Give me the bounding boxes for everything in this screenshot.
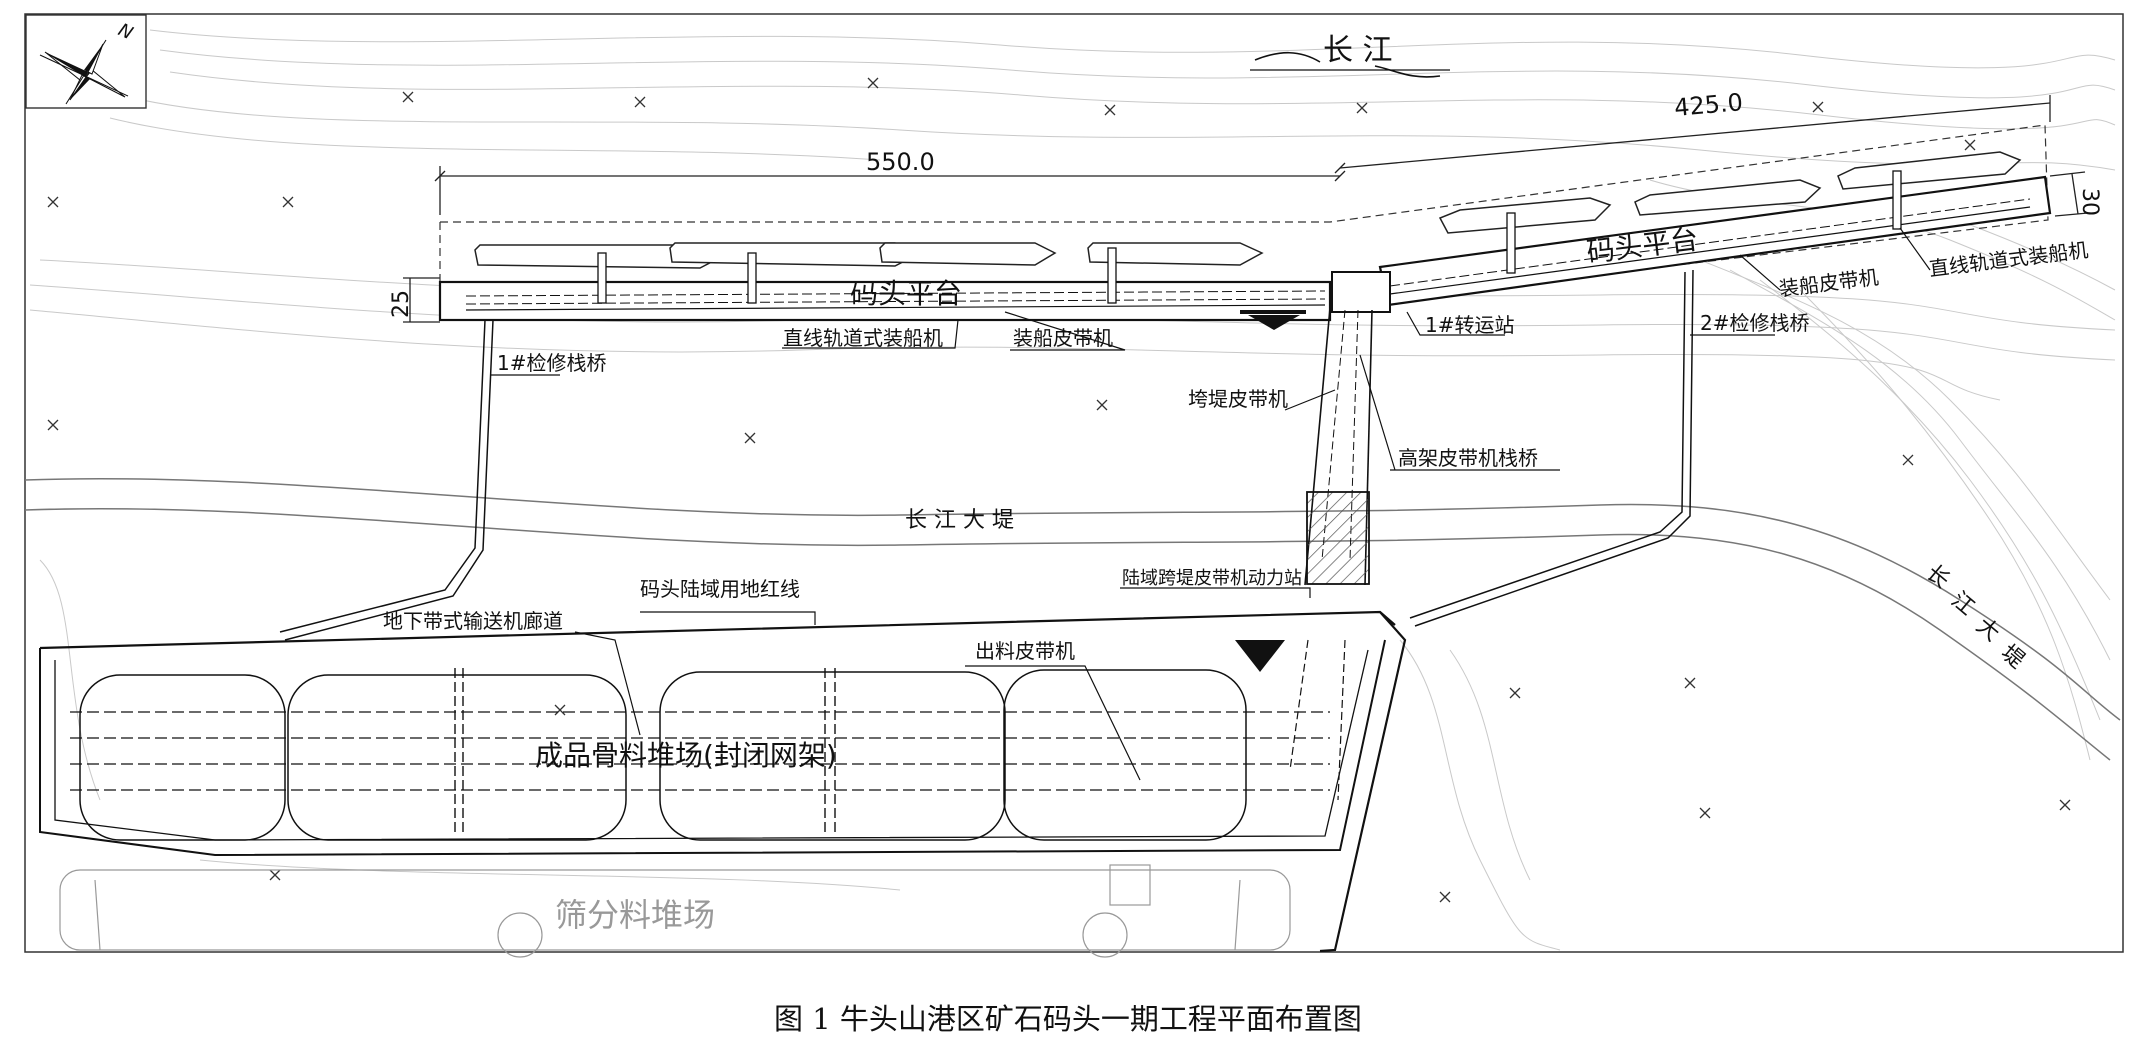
red-line-label: 码头陆域用地红线 — [640, 577, 800, 601]
dimension-30: 30 — [2077, 188, 2102, 216]
elevated-conveyor-trestle — [1304, 307, 1373, 586]
dimension-550: 550.0 — [866, 148, 935, 176]
screening-yard-label: 筛分料堆场 — [555, 896, 715, 934]
leader-lines — [490, 227, 1931, 781]
moored-ships — [474, 151, 2022, 269]
dimension-25: 25 — [389, 290, 414, 318]
screening-yard — [59, 864, 1291, 958]
elevated-trestle-label: 高架皮带机栈桥 — [1398, 446, 1538, 470]
marker-triangle-wharf — [1248, 315, 1300, 330]
river-symbol — [1250, 51, 1450, 78]
dimension-425: 425.0 — [1673, 88, 1744, 122]
dimension-width-left — [403, 277, 440, 323]
dimension-line-left — [434, 166, 1346, 215]
stockyard-label: 成品骨料堆场(封闭网架) — [535, 739, 837, 772]
wharf-label-left: 码头平台 — [850, 277, 962, 310]
underground-gallery-label: 地下带式输送机廊道 — [383, 609, 563, 633]
maintenance-trestle-2 — [1409, 269, 1694, 627]
figure-caption: 图 1 牛头山港区矿石码头一期工程平面布置图 — [774, 1002, 1362, 1036]
levee-label: 长 江 大 堤 — [905, 508, 1014, 533]
dimension-width-right — [2049, 171, 2089, 217]
maintenance-bridge-2-label: 2#检修栈桥 — [1700, 311, 1809, 335]
maintenance-trestle-1 — [279, 319, 494, 641]
transfer-station-label: 1#转运站 — [1425, 313, 1514, 337]
wharf-platform-left — [438, 280, 1332, 322]
land-use-boundary — [39, 610, 1407, 953]
loading-conveyor-label-left: 装船皮带机 — [1013, 326, 1113, 350]
drawing-frame — [24, 13, 2124, 953]
river-label: 长 江 — [1323, 33, 1393, 68]
wharf-envelope — [439, 124, 2049, 301]
outfeed-conveyor-label: 出料皮带机 — [975, 639, 1075, 663]
shiploader-icons — [597, 170, 1902, 304]
shiploader-label-left: 直线轨道式装船机 — [783, 326, 943, 350]
marker-triangle-power-station — [1235, 640, 1285, 672]
north-arrow-icon — [25, 14, 147, 109]
survey-marks — [47, 77, 2071, 903]
dimension-line-right — [1334, 95, 2051, 174]
stockyard-enclosure — [39, 639, 1386, 857]
stockyard-conveyors — [70, 711, 1330, 791]
dike-crossing-conveyor-label: 垮堤皮带机 — [1188, 387, 1288, 411]
power-station-label: 陆域跨堤皮带机动力站 — [1122, 568, 1302, 589]
maintenance-bridge-1-label: 1#检修栈桥 — [497, 351, 606, 375]
transfer-station — [1331, 271, 1391, 313]
